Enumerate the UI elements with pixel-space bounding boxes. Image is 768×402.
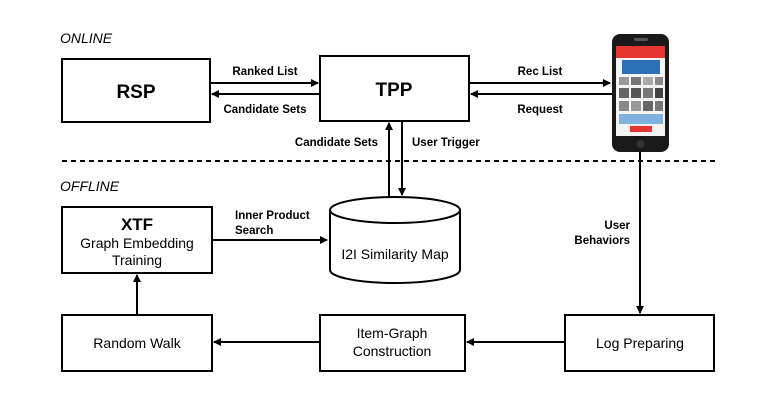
user-trigger-label: User Trigger [412,137,480,149]
xtf-node: XTF Graph Embedding Training [61,206,213,274]
random-walk-node: Random Walk [61,314,213,372]
i2i-similarity-map-label: I2I Similarity Map [341,246,449,262]
random-walk-label: Random Walk [93,335,181,351]
item-graph-construction-node: Item-Graph Construction [319,314,466,372]
candidate-sets-down-label: Candidate Sets [295,137,378,149]
rec-list-label: Rec List [518,66,563,78]
tpp-node: TPP [319,55,470,122]
inner-product-line2: Search [235,225,273,237]
ranked-list-label: Ranked List [232,66,297,78]
log-preparing-node: Log Preparing [564,314,715,372]
rsp-node: RSP [61,58,211,123]
offline-section-label: OFFLINE [60,178,120,194]
i2i-similarity-map-node: I2I Similarity Map [329,196,461,284]
xtf-line1: Graph Embedding [80,235,194,251]
candidate-sets-left-label: Candidate Sets [223,104,306,116]
request-label: Request [517,104,563,116]
rsp-label: RSP [116,82,155,103]
smartphone-icon [612,34,669,152]
log-preparing-label: Log Preparing [596,335,684,351]
online-section-label: ONLINE [60,30,113,46]
user-behaviors-line1: User [604,220,630,232]
item-graph-line1: Item-Graph [357,325,428,341]
user-behaviors-line2: Behaviors [574,235,630,247]
xtf-title: XTF [121,215,153,234]
xtf-line2: Training [112,252,162,268]
tpp-label: TPP [376,80,413,101]
inner-product-line1: Inner Product [235,210,310,222]
item-graph-line2: Construction [353,343,432,359]
